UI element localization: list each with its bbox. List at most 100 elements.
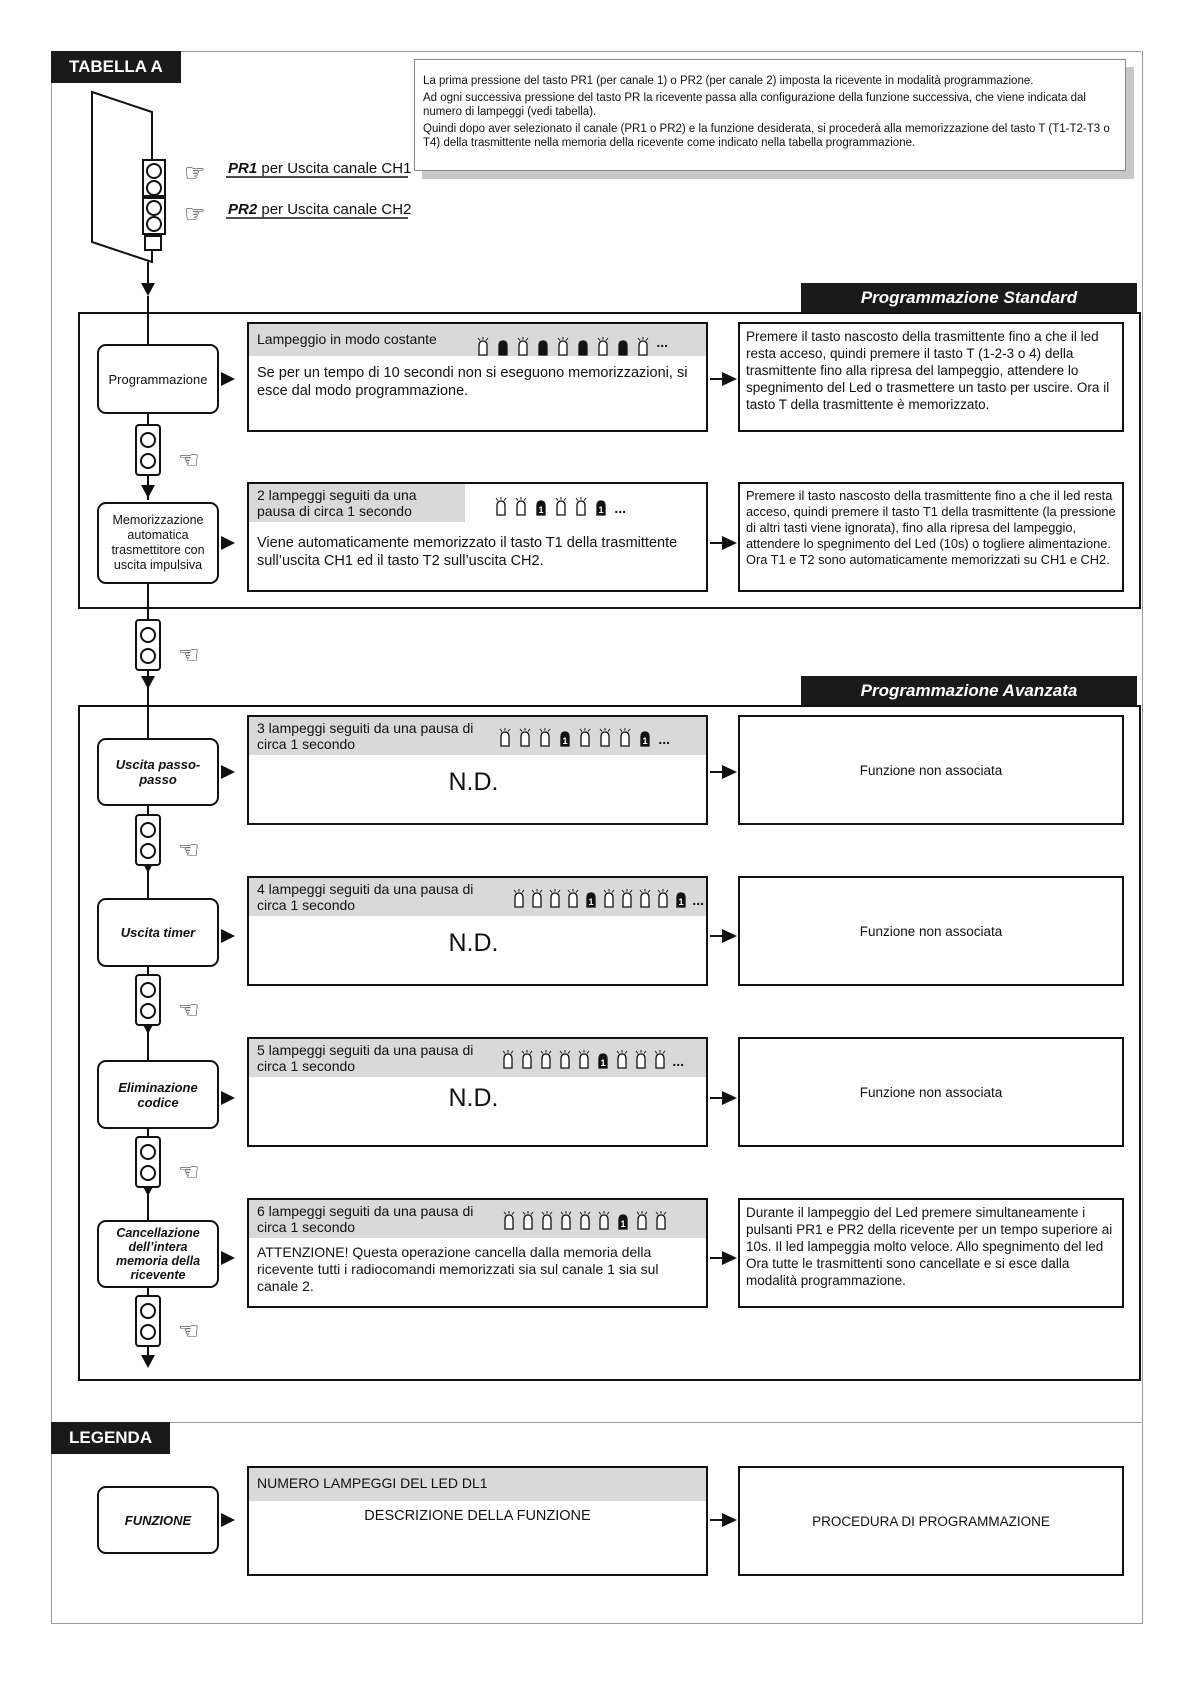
legend-desc-header: NUMERO LAMPEGGI DEL LED DL1 <box>249 1468 706 1501</box>
led-on-icon <box>621 889 633 908</box>
receiver-drawing <box>91 90 408 296</box>
led-on-icon <box>519 728 531 747</box>
led-on-icon <box>655 1211 667 1230</box>
pointing-hand-icon: ☜ <box>178 1318 200 1345</box>
proc-box: Durante il lampeggio del Led premere sim… <box>738 1198 1124 1308</box>
led-on-icon <box>579 728 591 747</box>
pointing-hand-icon: ☜ <box>178 447 200 474</box>
desc-header-text: 2 lampeggi seguiti da una pausa di circa… <box>257 487 417 519</box>
desc-header-text: 6 lampeggi seguiti da una pausa di circa… <box>257 1203 474 1235</box>
led-on-icon <box>549 889 561 908</box>
divider <box>51 1422 1141 1423</box>
led-pause-icon: 1 <box>586 892 596 908</box>
info-line: La prima pressione del tasto PR1 (per ca… <box>423 75 1034 87</box>
led-on-icon <box>540 1050 552 1069</box>
func-cancellazione-memoria: Cancellazione dell’intera memoria della … <box>97 1220 219 1288</box>
led-pause-icon: 1 <box>598 1053 608 1069</box>
led-on-icon <box>599 728 611 747</box>
led-on-icon <box>598 1211 610 1230</box>
ellipsis-icon: ... <box>658 731 670 747</box>
func-uscita-timer: Uscita timer <box>97 898 219 967</box>
pr1-key: PR1 <box>228 160 258 177</box>
led-off-icon <box>538 340 548 356</box>
desc-box: 3 lampeggi seguiti da una pausa di circa… <box>247 715 708 825</box>
desc-header-text: Lampeggio in modo costante <box>257 331 437 347</box>
desc-header: 3 lampeggi seguiti da una pausa di circa… <box>249 717 706 755</box>
led-on-icon <box>579 1211 591 1230</box>
pr2-label: PR2 per Uscita canale CH2 <box>228 201 411 218</box>
svg-text:1: 1 <box>601 1058 606 1068</box>
led-on-icon <box>517 337 529 356</box>
led-pause-icon: 1 <box>596 500 606 516</box>
led-off-icon <box>618 340 628 356</box>
led-on-icon <box>567 889 579 908</box>
tabella-label: TABELLA A <box>51 51 181 83</box>
svg-text:1: 1 <box>589 897 594 907</box>
svg-text:1: 1 <box>620 1219 625 1229</box>
led-sequence: 1... <box>501 1049 684 1069</box>
ellipsis-icon: ... <box>614 500 626 516</box>
func-uscita-passo-passo: Uscita passo-passo <box>97 738 219 806</box>
desc-header-text: 4 lampeggi seguiti da una pausa di circa… <box>257 881 474 913</box>
led-off-icon <box>498 340 508 356</box>
svg-text:1: 1 <box>643 736 648 746</box>
led-on-icon <box>521 1050 533 1069</box>
led-on-icon <box>477 337 489 356</box>
led-on-icon <box>637 337 649 356</box>
desc-body: N.D. <box>448 1084 499 1112</box>
led-on-icon <box>522 1211 534 1230</box>
pr2-text: per Uscita canale CH2 <box>261 201 412 218</box>
desc-box: 6 lampeggi seguiti da una pausa di circa… <box>247 1198 708 1308</box>
proc-box: Premere il tasto nascosto della trasmitt… <box>738 482 1124 592</box>
led-on-icon <box>657 889 669 908</box>
desc-body: Viene automaticamente memorizzato il tas… <box>257 535 678 569</box>
led-pause-icon: 1 <box>676 892 686 908</box>
desc-header: 6 lampeggi seguiti da una pausa di circa… <box>249 1200 706 1238</box>
led-on-icon <box>513 889 525 908</box>
pr1-text: per Uscita canale CH1 <box>261 160 412 177</box>
led-on-icon <box>531 889 543 908</box>
desc-header: 5 lampeggi seguiti da una pausa di circa… <box>249 1039 706 1077</box>
func-eliminazione-codice: Eliminazione codice <box>97 1060 219 1129</box>
svg-text:1: 1 <box>599 505 604 515</box>
led-pause-icon: 1 <box>560 731 570 747</box>
proc-box: Funzione non associata <box>738 715 1124 825</box>
led-on-icon <box>639 889 651 908</box>
pr2-key: PR2 <box>228 201 258 218</box>
desc-body: N.D. <box>448 929 499 957</box>
proc-box: Premere il tasto nascosto della trasmitt… <box>738 322 1124 432</box>
led-on-icon <box>654 1050 666 1069</box>
led-on-icon <box>597 337 609 356</box>
led-sequence: 1 1... <box>498 727 670 747</box>
led-on-icon <box>603 889 615 908</box>
desc-header: 4 lampeggi seguiti da una pausa di circa… <box>249 878 706 916</box>
led-on-icon <box>619 728 631 747</box>
desc-header: Lampeggio in modo costante ... <box>249 324 706 356</box>
ellipsis-icon: ... <box>656 334 668 350</box>
led-on-icon <box>539 728 551 747</box>
led-on-icon <box>578 1050 590 1069</box>
desc-box: Lampeggio in modo costante ... Se per un… <box>247 322 708 432</box>
legend-func: FUNZIONE <box>97 1486 219 1554</box>
pointing-hand-icon: ☜ <box>178 837 200 864</box>
standard-section <box>78 312 1141 609</box>
ellipsis-icon: ... <box>672 1053 684 1069</box>
led-pause-icon: 1 <box>618 1214 628 1230</box>
led-on-icon <box>635 1050 647 1069</box>
led-on-icon <box>555 497 567 516</box>
pointing-hand-icon: ☜ <box>178 642 200 669</box>
led-on-icon <box>575 497 587 516</box>
led-on-icon <box>495 497 507 516</box>
desc-body: Se per un tempo di 10 secondi non si ese… <box>257 365 688 399</box>
svg-text:1: 1 <box>679 897 684 907</box>
svg-text:1: 1 <box>563 736 568 746</box>
desc-box: 5 lampeggi seguiti da una pausa di circa… <box>247 1037 708 1147</box>
legenda-label: LEGENDA <box>51 1422 171 1454</box>
led-on-icon <box>515 497 527 516</box>
led-on-icon <box>557 337 569 356</box>
desc-body: N.D. <box>448 768 499 796</box>
legend-desc-box: NUMERO LAMPEGGI DEL LED DL1 DESCRIZIONE … <box>247 1466 708 1576</box>
led-on-icon <box>616 1050 628 1069</box>
